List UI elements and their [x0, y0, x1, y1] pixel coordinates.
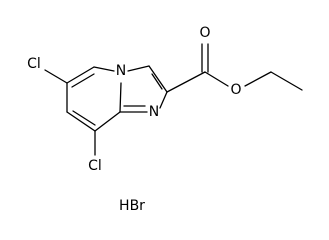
- imine-nitrogen-label: N: [149, 104, 159, 120]
- bond-c3-c2: [148, 65, 168, 93]
- bond-c2-carbonyl-c: [166, 71, 206, 93]
- bond-c6-c5: [66, 66, 95, 84]
- bridgehead-nitrogen-label: N: [116, 63, 126, 79]
- bond-c5-n4: [93, 66, 115, 72]
- bond-c6-cl: [44, 69, 68, 84]
- chlorine-label-bottom: Cl: [88, 158, 102, 174]
- bond-o-ester-ch2: [244, 71, 272, 87]
- chlorine-label-top: Cl: [27, 56, 41, 72]
- bond-ch2-ch3: [270, 71, 303, 91]
- hydrobromide-label: HBr: [119, 198, 145, 213]
- bond-c3-c2-double: [151, 73, 163, 90]
- bond-n4-c8a: [119, 82, 122, 113]
- bond-c8-c7: [66, 111, 96, 132]
- bond-c8a-c8: [94, 111, 121, 132]
- bond-c7-c8-double: [72, 110, 96, 126]
- bond-n4-c3: [127, 65, 150, 72]
- bond-carbonyl-c-o-ester: [204, 71, 229, 87]
- chemical-structure-diagram: Cl Cl N N O O HBr: [27, 25, 303, 213]
- carbonyl-oxygen-label: O: [199, 25, 210, 41]
- ester-oxygen-label: O: [230, 82, 241, 98]
- bond-c2-n1: [159, 91, 168, 109]
- bond-c5-c6-double: [71, 73, 95, 88]
